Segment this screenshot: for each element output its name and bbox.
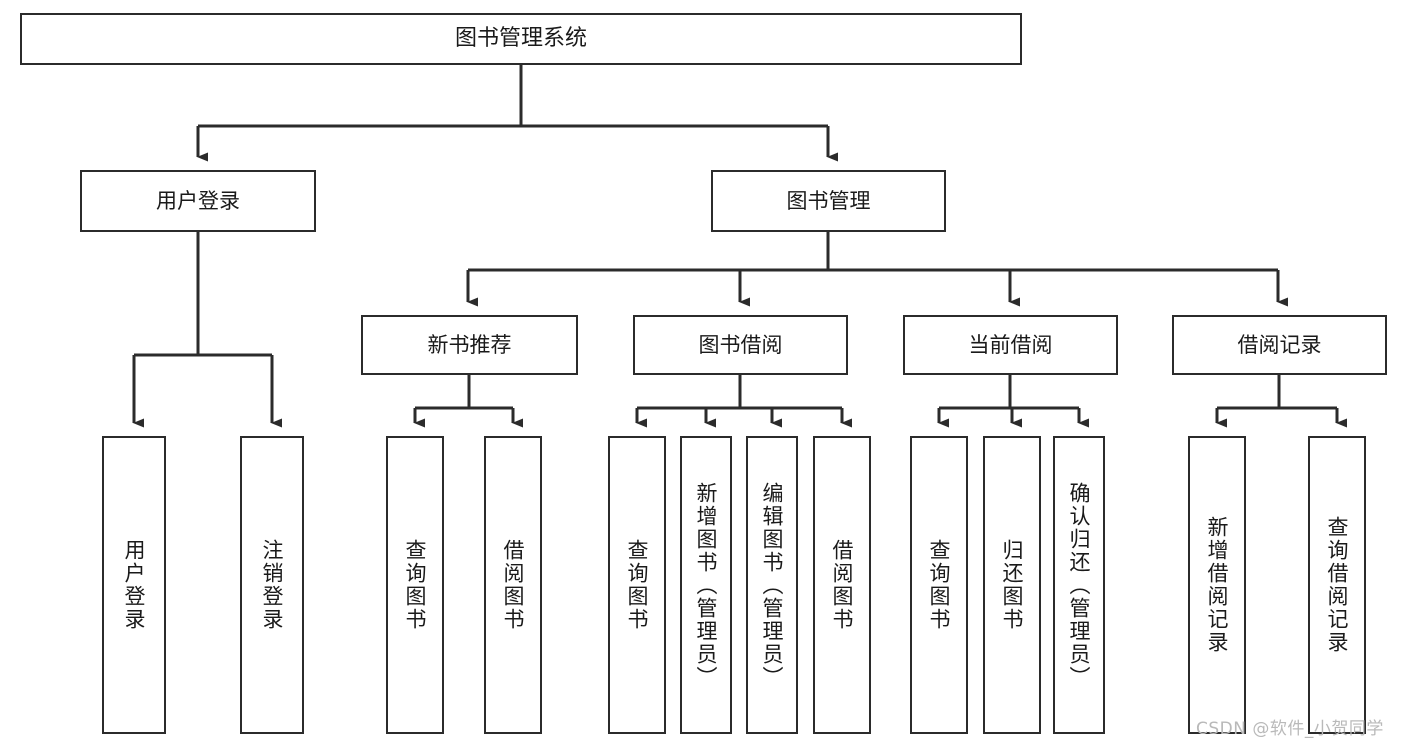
node-leaf-edit-book[interactable]: 编辑图书（管理员） xyxy=(746,436,798,734)
node-label: 查询图书 xyxy=(625,539,650,631)
node-leaf-user-login[interactable]: 用户登录 xyxy=(102,436,166,734)
node-label: 新增图书（管理员） xyxy=(694,481,719,689)
node-label: 图书管理系统 xyxy=(454,26,587,52)
node-root-system[interactable]: 图书管理系统 xyxy=(20,13,1022,65)
node-leaf-borrow-book-2[interactable]: 借阅图书 xyxy=(813,436,871,734)
node-leaf-logout-login[interactable]: 注销登录 xyxy=(240,436,304,734)
node-label: 当前借阅 xyxy=(968,332,1053,357)
node-user-login[interactable]: 用户登录 xyxy=(80,170,316,232)
node-book-manage[interactable]: 图书管理 xyxy=(711,170,946,232)
node-label: 注销登录 xyxy=(260,539,285,631)
node-leaf-return-book[interactable]: 归还图书 xyxy=(983,436,1041,734)
node-label: 新书推荐 xyxy=(427,332,512,357)
node-label: 用户登录 xyxy=(122,539,147,631)
node-new-book-recommend[interactable]: 新书推荐 xyxy=(361,315,578,375)
node-current-borrow[interactable]: 当前借阅 xyxy=(903,315,1118,375)
node-label: 查询图书 xyxy=(927,539,952,631)
node-label: 归还图书 xyxy=(1000,539,1025,631)
node-label: 查询借阅记录 xyxy=(1325,516,1350,654)
node-label: 图书借阅 xyxy=(698,332,783,357)
node-leaf-confirm-return[interactable]: 确认归还（管理员） xyxy=(1053,436,1105,734)
node-label: 借阅图书 xyxy=(501,539,526,631)
node-leaf-add-book[interactable]: 新增图书（管理员） xyxy=(680,436,732,734)
node-label: 图书管理 xyxy=(786,188,871,213)
node-leaf-borrow-book-1[interactable]: 借阅图书 xyxy=(484,436,542,734)
node-leaf-add-record[interactable]: 新增借阅记录 xyxy=(1188,436,1246,734)
node-leaf-query-book-3[interactable]: 查询图书 xyxy=(910,436,968,734)
node-label: 编辑图书（管理员） xyxy=(760,481,785,689)
node-leaf-query-record[interactable]: 查询借阅记录 xyxy=(1308,436,1366,734)
node-label: 查询图书 xyxy=(403,539,428,631)
connector-lines xyxy=(132,65,1347,428)
node-label: 确认归还（管理员） xyxy=(1067,481,1092,689)
node-label: 用户登录 xyxy=(156,188,240,213)
node-label: 借阅记录 xyxy=(1237,332,1322,357)
node-leaf-query-book-2[interactable]: 查询图书 xyxy=(608,436,666,734)
node-label: 新增借阅记录 xyxy=(1205,516,1230,654)
node-leaf-query-book-1[interactable]: 查询图书 xyxy=(386,436,444,734)
node-label: 借阅图书 xyxy=(830,539,855,631)
node-borrow-record[interactable]: 借阅记录 xyxy=(1172,315,1387,375)
node-book-borrow[interactable]: 图书借阅 xyxy=(633,315,848,375)
